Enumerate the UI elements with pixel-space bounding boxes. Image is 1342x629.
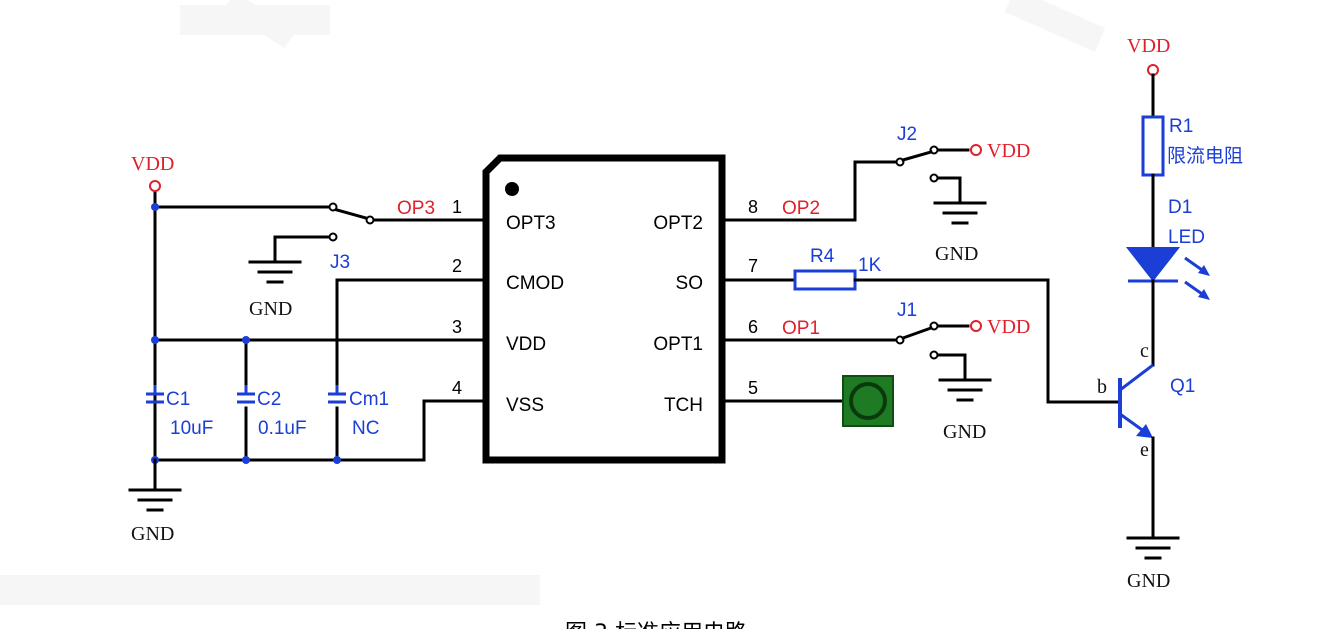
ground-symbol bbox=[1126, 536, 1180, 560]
cm1-ref: Cm1 bbox=[349, 389, 389, 410]
wire-opt2 bbox=[720, 160, 902, 222]
vdd-terminal bbox=[149, 180, 161, 192]
ground-symbol bbox=[128, 458, 182, 512]
ic-chip bbox=[482, 154, 726, 464]
junction-dot bbox=[151, 203, 159, 211]
net-op1: OP1 bbox=[782, 318, 820, 339]
vdd-label-j2: VDD bbox=[987, 140, 1030, 162]
pin-number-6: 6 bbox=[748, 317, 758, 337]
q1-collector-label: c bbox=[1140, 340, 1149, 362]
r1-ref: R1 bbox=[1169, 116, 1193, 137]
junction-dot bbox=[333, 456, 341, 464]
vdd-label-j1: VDD bbox=[987, 316, 1030, 338]
r4-value: 1K bbox=[858, 255, 882, 276]
pin-number-1: 1 bbox=[452, 197, 462, 217]
resistor-r1 bbox=[1141, 115, 1165, 177]
c1-value: 10uF bbox=[170, 418, 213, 439]
gnd-label-q1: GND bbox=[1127, 570, 1170, 592]
left-wiring bbox=[153, 188, 488, 492]
pin-name-cmod: CMOD bbox=[506, 273, 564, 294]
pin-number-3: 3 bbox=[452, 317, 462, 337]
junction-dot bbox=[242, 456, 250, 464]
q1-base-label: b bbox=[1097, 376, 1107, 398]
net-op3: OP3 bbox=[397, 198, 435, 219]
net-op2: OP2 bbox=[782, 198, 820, 219]
vdd-label-left: VDD bbox=[131, 153, 174, 175]
pin-name-vdd: VDD bbox=[506, 334, 546, 355]
ground-symbol bbox=[248, 260, 302, 284]
gnd-label-j3: GND bbox=[249, 298, 292, 320]
jumper-j1 bbox=[895, 321, 970, 382]
capacitor-c2 bbox=[237, 385, 255, 404]
pin-number-4: 4 bbox=[452, 378, 462, 398]
d1-ref: D1 bbox=[1168, 197, 1192, 218]
d1-value: LED bbox=[1168, 227, 1205, 248]
jumper-j2 bbox=[895, 145, 970, 205]
gnd-label-c: GND bbox=[131, 523, 174, 545]
junction-dot bbox=[151, 336, 159, 344]
r1-value: 限流电阻 bbox=[1167, 145, 1243, 167]
watermark bbox=[230, 0, 1100, 40]
pin-number-7: 7 bbox=[748, 256, 758, 276]
c2-value: 0.1uF bbox=[258, 418, 307, 439]
jumper-j3 bbox=[328, 202, 375, 242]
c1-ref: C1 bbox=[166, 389, 190, 410]
pin1-marker bbox=[505, 182, 519, 196]
cm1-value: NC bbox=[352, 418, 379, 439]
j3-ref: J3 bbox=[330, 252, 350, 273]
c2-ref: C2 bbox=[257, 389, 281, 410]
q1-ref: Q1 bbox=[1170, 376, 1195, 397]
ground-symbol bbox=[933, 201, 987, 225]
pin-name-vss: VSS bbox=[506, 395, 544, 416]
pin-name-opt2: OPT2 bbox=[653, 213, 703, 234]
ground-symbol bbox=[938, 378, 992, 402]
capacitor-cm1 bbox=[328, 385, 346, 404]
capacitor-c1 bbox=[146, 385, 164, 404]
figure-caption: 图 3 标准应用电路 bbox=[565, 621, 747, 629]
pin-name-tch: TCH bbox=[664, 395, 703, 416]
wire-so-base bbox=[853, 278, 1120, 404]
transistor-q1 bbox=[1118, 363, 1154, 438]
vdd-terminal bbox=[970, 320, 982, 332]
pin-number-2: 2 bbox=[452, 256, 462, 276]
j1-ref: J1 bbox=[897, 300, 917, 321]
j2-ref: J2 bbox=[897, 124, 917, 145]
gnd-label-j1: GND bbox=[943, 421, 986, 443]
r4-ref: R4 bbox=[810, 246, 835, 267]
led-d1 bbox=[1125, 247, 1210, 300]
vdd-label-top: VDD bbox=[1127, 35, 1170, 57]
pin-number-8: 8 bbox=[748, 197, 758, 217]
pin-name-opt1: OPT1 bbox=[653, 334, 703, 355]
gnd-label-j2: GND bbox=[935, 243, 978, 265]
pin-name-opt3: OPT3 bbox=[506, 213, 556, 234]
vdd-terminal bbox=[970, 144, 982, 156]
q1-emitter-label: e bbox=[1140, 439, 1149, 461]
pin-number-5: 5 bbox=[748, 378, 758, 398]
resistor-r4 bbox=[793, 269, 857, 291]
pin-name-so: SO bbox=[676, 273, 703, 294]
touch-pad bbox=[842, 375, 894, 427]
junction-dot bbox=[242, 336, 250, 344]
